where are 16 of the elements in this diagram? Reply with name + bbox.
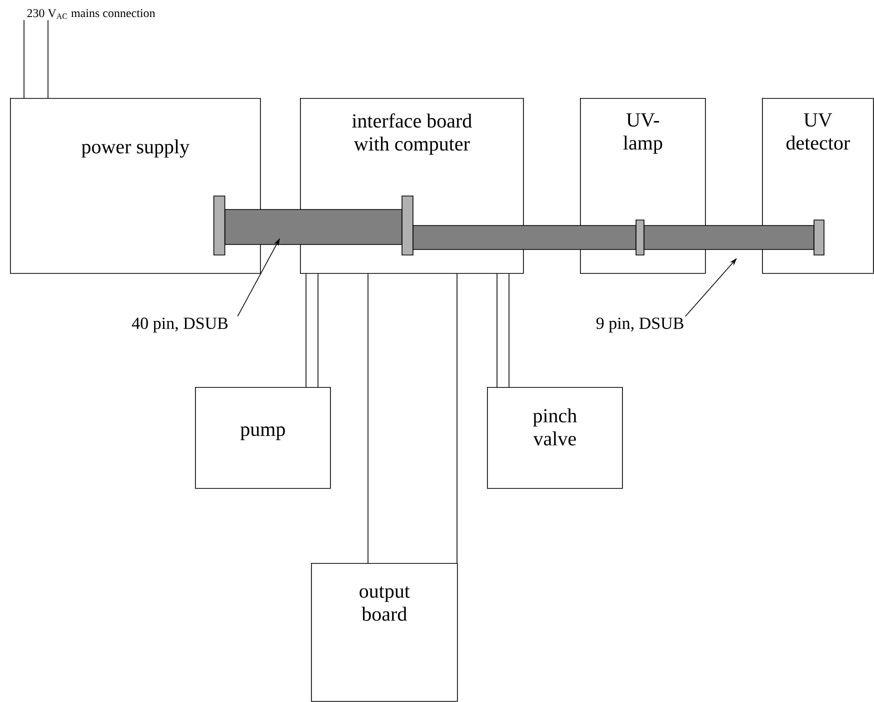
cable [213, 196, 414, 256]
component-box: output board [311, 563, 458, 702]
component-box: power supply [10, 98, 261, 274]
mains-label: 230 V$_{AC}$ mains connection [27, 9, 156, 19]
component-box: pump [195, 387, 331, 489]
cable-label: 40 pin, DSUB [132, 318, 228, 332]
wire [456, 273, 458, 564]
component-box: pinch valve [487, 387, 623, 489]
cable [412, 220, 644, 256]
wire [496, 273, 498, 388]
cable [644, 220, 824, 256]
component-box: UV detector [762, 98, 874, 274]
component-box: UV- lamp [580, 98, 706, 274]
cable-label: 9 pin, DSUB [596, 318, 684, 332]
component-box: interface board with computer [300, 98, 524, 274]
wire [508, 273, 510, 388]
